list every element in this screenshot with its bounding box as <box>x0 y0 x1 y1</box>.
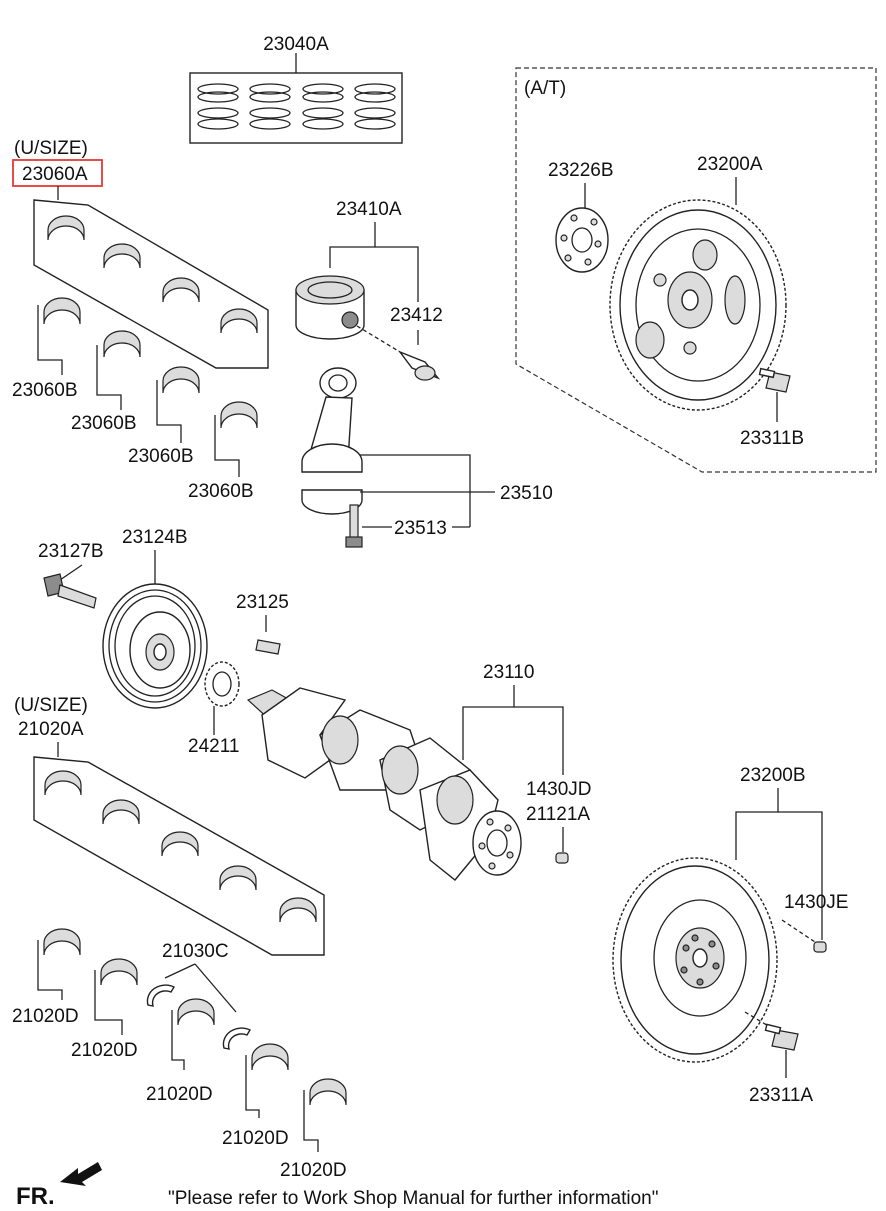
drive-plate-adapter[interactable] <box>555 207 609 273</box>
thrust-washer-2[interactable] <box>222 1027 251 1050</box>
label-21020A[interactable]: 21020A <box>18 719 84 740</box>
label-21020D-5: 21020D <box>280 1160 347 1181</box>
label-23226B: 23226B <box>548 160 614 181</box>
label-23125: 23125 <box>236 592 289 613</box>
piston-pin[interactable] <box>397 350 441 381</box>
label-23412: 23412 <box>390 305 443 326</box>
label-1430JD: 1430JD <box>526 779 592 800</box>
footer-note: "Please refer to Work Shop Manual for fu… <box>168 1188 658 1209</box>
label-23060B-2: 23060B <box>71 413 137 434</box>
label-21020D-3: 21020D <box>146 1084 213 1105</box>
crank-sprocket[interactable] <box>204 661 240 707</box>
label-23513: 23513 <box>394 518 447 539</box>
crankshaft-pulley[interactable] <box>102 583 208 709</box>
label-21020D-2: 21020D <box>71 1040 138 1061</box>
flywheel-mt[interactable] <box>612 857 778 1063</box>
bearing-23060B-1[interactable] <box>37 297 81 375</box>
piston-ring-set[interactable] <box>189 53 403 144</box>
label-24211: 24211 <box>188 736 239 757</box>
label-23311B: 23311B <box>740 428 804 449</box>
label-23510: 23510 <box>500 483 553 504</box>
label-23060B-4: 23060B <box>188 481 254 502</box>
flywheel-bolt-mt[interactable] <box>764 1023 799 1051</box>
label-23200B: 23200B <box>740 765 806 786</box>
label-23060A[interactable]: 23060A <box>22 164 88 185</box>
label-23110: 23110 <box>483 662 534 683</box>
label-23127B: 23127B <box>38 541 104 562</box>
bearing-21020D-2[interactable] <box>94 958 138 1035</box>
label-23060B-3: 23060B <box>128 446 194 467</box>
label-usize-bottom: (U/SIZE) <box>14 695 88 716</box>
dowel-pin[interactable] <box>555 852 569 864</box>
label-21030C: 21030C <box>162 941 229 962</box>
front-direction-label: FR. <box>16 1183 55 1210</box>
crankshaft[interactable] <box>246 687 522 881</box>
bearing-23060B-2[interactable] <box>96 330 141 410</box>
thrust-washer-1[interactable] <box>146 984 175 1007</box>
label-usize-top: (U/SIZE) <box>14 138 88 159</box>
label-21121A: 21121A <box>526 804 590 825</box>
bearing-21020D-3[interactable] <box>171 998 215 1070</box>
piston[interactable] <box>295 275 365 340</box>
label-23060B-1: 23060B <box>12 380 78 401</box>
bearing-set-23060A[interactable] <box>33 199 269 369</box>
at-section-border <box>515 67 877 473</box>
woodruff-key[interactable] <box>255 639 281 655</box>
flywheel-bolt-at[interactable] <box>758 367 791 393</box>
label-21020D-4: 21020D <box>222 1128 289 1149</box>
label-1430JE: 1430JE <box>784 892 848 913</box>
front-direction-arrow-icon <box>60 1162 102 1186</box>
bearing-21020D-4[interactable] <box>245 1043 289 1118</box>
drive-plate-flywheel-at[interactable] <box>609 199 787 411</box>
bearing-23060B-3[interactable] <box>156 366 200 443</box>
label-23200A: 23200A <box>697 154 763 175</box>
label-21020D-1: 21020D <box>12 1006 79 1027</box>
label-23410A: 23410A <box>336 199 402 220</box>
label-at: (A/T) <box>524 78 566 99</box>
bearing-21020D-1[interactable] <box>37 928 81 1000</box>
pulley-bolt[interactable] <box>43 573 97 609</box>
bearing-set-21020A[interactable] <box>33 756 325 956</box>
label-23040A: 23040A <box>263 34 329 55</box>
label-23124B: 23124B <box>122 527 188 548</box>
label-23311A: 23311A <box>749 1085 813 1106</box>
bearing-21020D-5[interactable] <box>303 1078 347 1152</box>
bearing-23060B-4[interactable] <box>214 401 258 477</box>
flywheel-dowel-pin[interactable] <box>813 941 827 953</box>
connecting-rod[interactable] <box>301 367 363 515</box>
rod-bolt[interactable] <box>345 504 363 548</box>
